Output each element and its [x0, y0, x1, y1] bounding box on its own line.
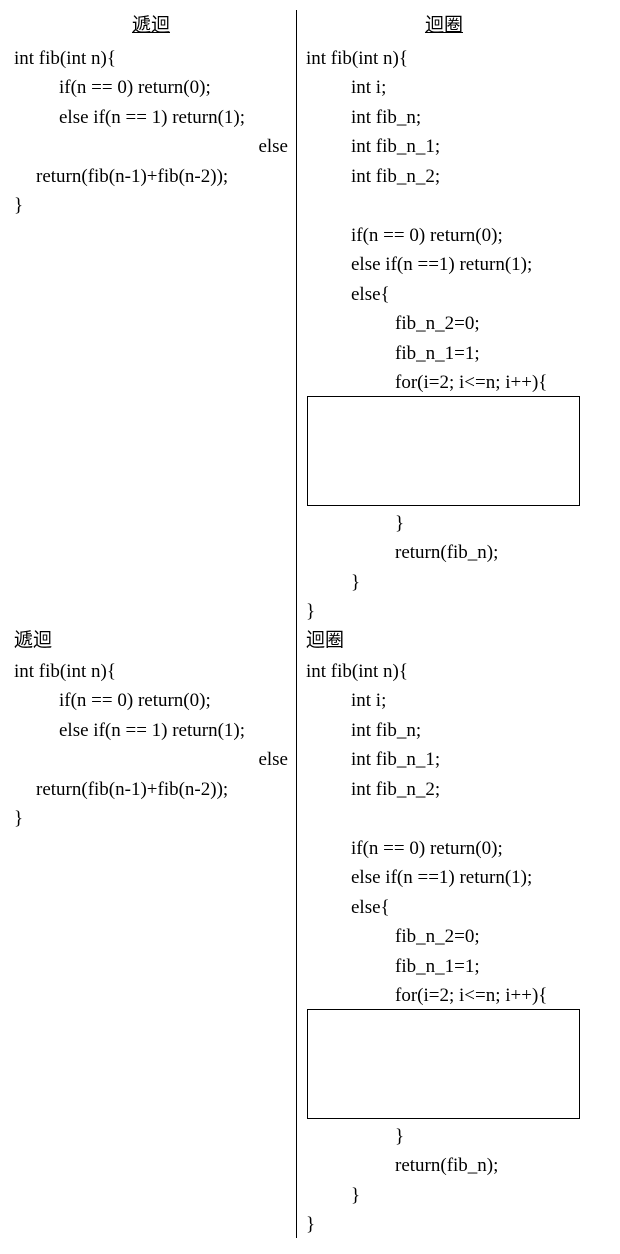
code-line: if(n == 0) return(0); — [351, 838, 503, 859]
code-line: int i; — [351, 690, 387, 711]
code-line: fib_n_2=0; — [395, 926, 480, 947]
code-line: for(i=2; i<=n; i++){ — [395, 372, 548, 393]
code-line: } — [351, 572, 361, 593]
code-line: else{ — [351, 897, 390, 918]
code-line: if(n == 0) return(0); — [59, 690, 211, 711]
code-line: else — [258, 136, 288, 157]
code-line: } — [306, 1214, 316, 1235]
code-line: fib_n_1=1; — [395, 343, 480, 364]
recursive-heading: 遞迴 — [131, 15, 170, 36]
code-line: fib_n_1=1; — [395, 956, 480, 977]
answer-box[interactable] — [307, 396, 580, 506]
code-line: } — [395, 513, 405, 534]
recursive-heading: 遞迴 — [14, 630, 53, 651]
column-divider — [296, 10, 297, 1238]
code-line: int fib_n_2; — [351, 779, 441, 800]
code-line: int fib_n; — [351, 720, 422, 741]
code-line: int fib_n_1; — [351, 749, 441, 770]
loop-heading: 迴圈 — [424, 15, 463, 36]
code-line: else — [258, 749, 288, 770]
code-line: } — [14, 808, 24, 829]
code-line: return(fib(n-1)+fib(n-2)); — [36, 166, 229, 187]
code-line: return(fib(n-1)+fib(n-2)); — [36, 779, 229, 800]
code-line: int i; — [351, 77, 387, 98]
code-line: } — [395, 1126, 405, 1147]
answer-box[interactable] — [307, 1009, 580, 1119]
code-line: return(fib_n); — [395, 1155, 499, 1176]
code-line: int fib_n; — [351, 107, 422, 128]
code-line: int fib_n_2; — [351, 166, 441, 187]
code-line: } — [14, 195, 24, 216]
code-line: if(n == 0) return(0); — [59, 77, 211, 98]
code-line: int fib_n_1; — [351, 136, 441, 157]
code-line: int fib(int n){ — [14, 48, 116, 69]
code-line: int fib(int n){ — [306, 48, 408, 69]
code-line: if(n == 0) return(0); — [351, 225, 503, 246]
loop-heading: 迴圈 — [306, 630, 345, 651]
code-line: else if(n == 1) return(1); — [59, 720, 246, 741]
code-line: int fib(int n){ — [306, 661, 408, 682]
code-line: else if(n ==1) return(1); — [351, 254, 533, 275]
code-line: else{ — [351, 284, 390, 305]
code-line: else if(n ==1) return(1); — [351, 867, 533, 888]
code-line: for(i=2; i<=n; i++){ — [395, 985, 548, 1006]
code-line: } — [306, 601, 316, 622]
code-line: return(fib_n); — [395, 542, 499, 563]
code-line: int fib(int n){ — [14, 661, 116, 682]
code-line: else if(n == 1) return(1); — [59, 107, 246, 128]
code-line: } — [351, 1185, 361, 1206]
code-line: fib_n_2=0; — [395, 313, 480, 334]
